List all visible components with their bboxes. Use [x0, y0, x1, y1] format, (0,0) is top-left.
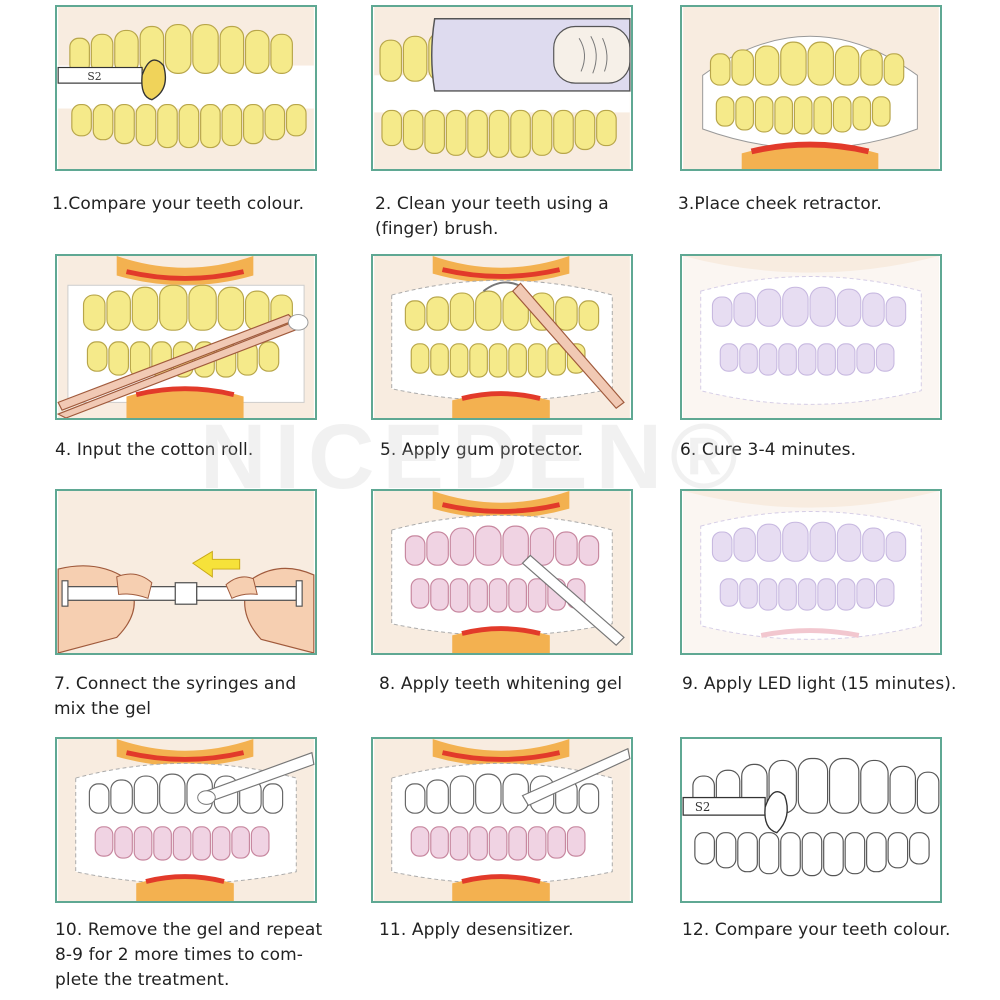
- step-10-caption: 10. Remove the gel and repeat 8-9 for 2 …: [55, 920, 323, 990]
- step-6-caption: 6. Cure 3-4 minutes.: [680, 440, 857, 460]
- step-7-caption: 7. Connect the syringes and mix the gel: [54, 674, 297, 719]
- step-3-caption: 3.Place cheek retractor.: [678, 194, 882, 214]
- apply-whitening-gel-image: [374, 491, 630, 653]
- cheek-retractor-image: [683, 7, 939, 169]
- shade-guide-label: S2: [87, 70, 101, 83]
- step-8-caption: 8. Apply teeth whitening gel: [379, 674, 623, 694]
- step-3-illustration: [680, 5, 942, 171]
- step-4-caption: 4. Input the cotton roll.: [55, 440, 254, 460]
- step-1-illustration: S2: [55, 5, 317, 171]
- finger-brush-image: [374, 7, 631, 169]
- teeth-yellow-shade-compare-image: S2: [57, 7, 314, 169]
- step-7-illustration: [55, 489, 317, 655]
- shade-guide-label: S2: [695, 800, 710, 814]
- step-12-caption: 12. Compare your teeth colour.: [682, 920, 951, 940]
- apply-desensitizer-image: [374, 739, 631, 901]
- step-1-caption: 1.Compare your teeth colour.: [52, 194, 305, 214]
- step-4-illustration: [55, 254, 317, 420]
- step-10-illustration: [55, 737, 317, 903]
- step-11-caption: 11. Apply desensitizer.: [379, 920, 574, 940]
- step-12-illustration: S2: [680, 737, 942, 903]
- arrow-left-icon: [191, 550, 241, 578]
- step-6-illustration: [680, 254, 942, 420]
- teeth-white-shade-compare-image: S2: [682, 739, 940, 901]
- cure-teeth-image: [683, 256, 939, 418]
- step-9-illustration: [680, 489, 942, 655]
- remove-gel-image: [58, 739, 315, 901]
- step-8-illustration: [371, 489, 633, 655]
- step-2-caption: 2. Clean your teeth using a (finger) bru…: [375, 194, 609, 239]
- step-9-caption: 9. Apply LED light (15 minutes).: [682, 674, 957, 694]
- step-5-illustration: [371, 254, 633, 420]
- connect-syringes-image: [57, 491, 315, 653]
- step-2-illustration: [371, 5, 633, 171]
- gum-protector-image: [374, 256, 630, 418]
- led-light-image: [683, 491, 939, 653]
- cotton-roll-tweezers-image: [57, 256, 314, 418]
- step-5-caption: 5. Apply gum protector.: [380, 440, 584, 460]
- brand-watermark: NICEDEN®: [200, 406, 746, 508]
- step-11-illustration: [371, 737, 633, 903]
